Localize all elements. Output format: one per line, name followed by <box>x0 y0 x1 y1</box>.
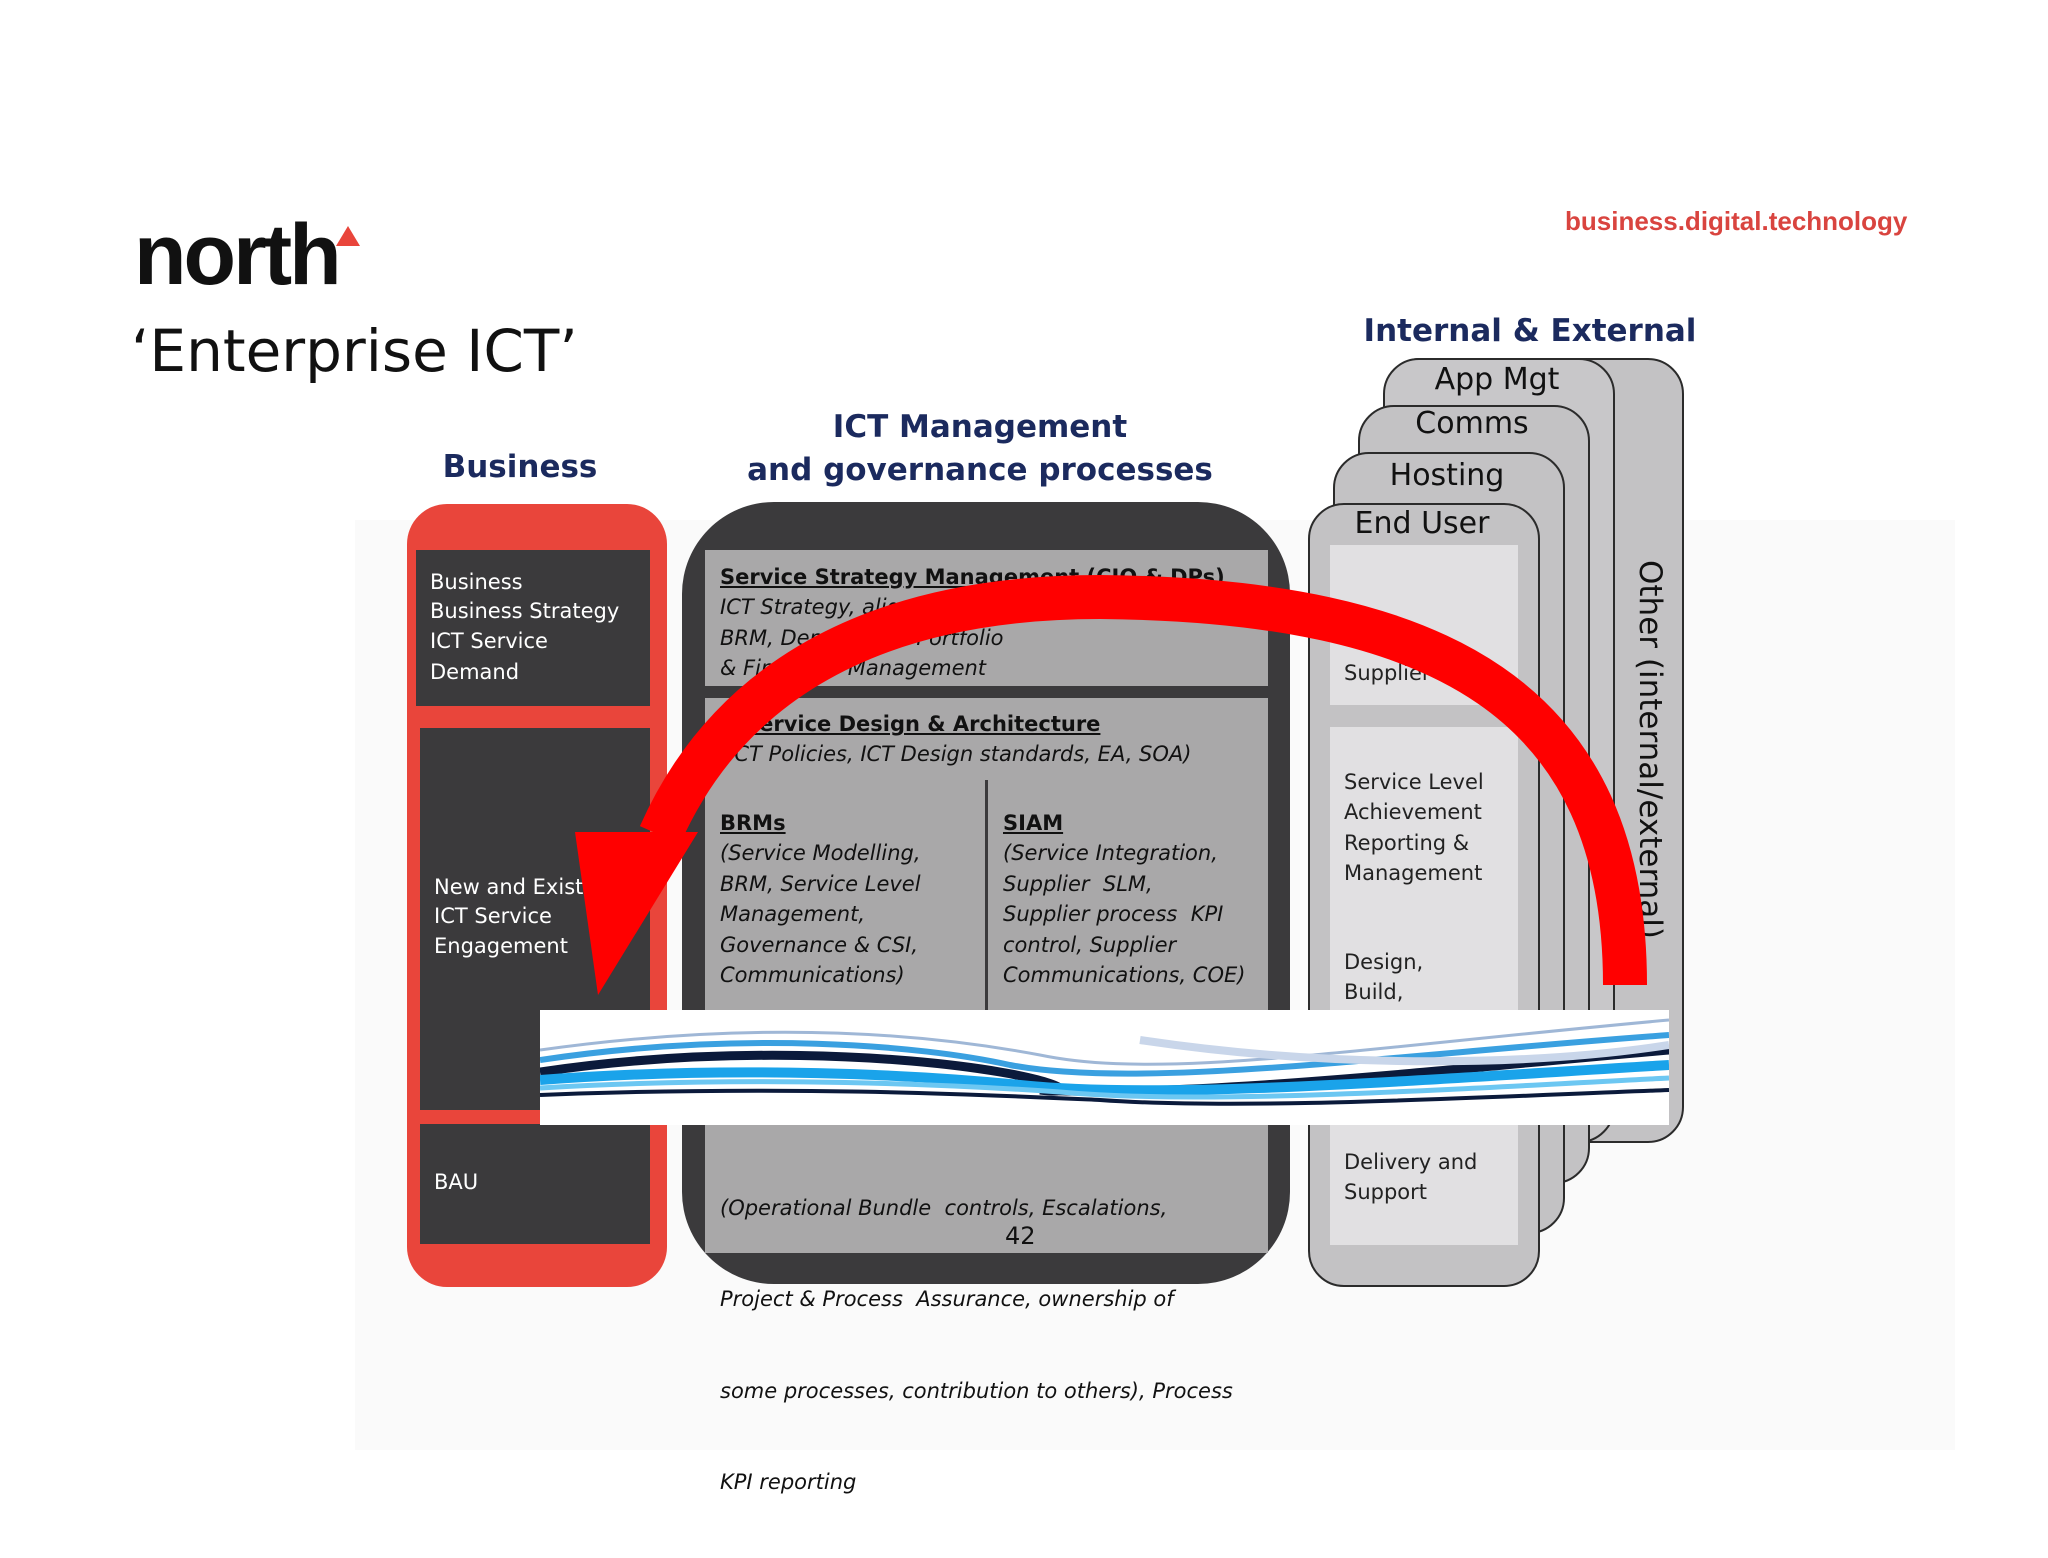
brms-siam-divider <box>985 780 988 1010</box>
north-logo-triangle-icon <box>336 226 360 246</box>
supplier-strategy-line: Supplier <box>1344 660 1431 685</box>
service-level-line: Service Level <box>1344 770 1484 794</box>
business-bau-box: BAU <box>420 1124 650 1244</box>
biz-top-line: Business <box>430 570 523 594</box>
biz-mid-line: New and Existi <box>434 875 590 899</box>
brms-line: BRM, Service Level <box>720 871 921 896</box>
brms-line: Governance & CSI, <box>720 932 919 957</box>
sp-card-label: Comms <box>1415 406 1529 441</box>
siam-line: (Service Integration, <box>1003 841 1218 866</box>
service-level-line: Achievement <box>1344 800 1482 825</box>
sp-card-label: Hosting <box>1389 458 1505 493</box>
ops-line: KPI reporting <box>720 1469 857 1494</box>
service-level-line: Management <box>1344 861 1483 886</box>
brms-line: Management, <box>720 902 866 927</box>
biz-top-line: ICT Service <box>430 628 548 653</box>
strategy-line: ICT Strategy, alig <box>720 595 900 620</box>
tagline: business.digital.technology <box>1565 206 1908 236</box>
brms-heading: BRMs <box>720 811 786 835</box>
biz-top-line: Business Strategy <box>430 599 620 624</box>
strategy-heading: Service Strategy Management (CIO & DPs) <box>720 565 1225 589</box>
siam-line: control, Supplier <box>1003 932 1177 957</box>
business-column-title: Business <box>442 449 598 485</box>
brms-block: BRMs (Service Modelling, BRM, Service Le… <box>720 808 921 991</box>
supplier-strategy-box: Supplier tegy <box>1330 545 1518 776</box>
strategy-line: BRM, Dem e Portfolio <box>720 625 1004 650</box>
sp-card-label: App Mgt <box>1434 362 1560 397</box>
sp-column-title: Internal & External SPs <box>1363 313 1697 392</box>
slide-title: ‘Enterprise ICT’ <box>131 317 578 385</box>
service-level-box: Service Level Achievement Reporting & Ma… <box>1330 727 1518 1245</box>
siam-heading: SIAM <box>1003 811 1064 835</box>
design-heading: Service Design & Architecture <box>744 712 1101 736</box>
design-build-line: Design, <box>1344 950 1424 974</box>
page-number: 42 <box>1005 1222 1036 1250</box>
service-strategy-box: Service Strategy Management (CIO & DPs) … <box>705 550 1268 686</box>
delivery-support-line: Delivery and <box>1344 1150 1478 1174</box>
business-strategy-box: Business Business Strategy ICT Service D… <box>416 550 650 706</box>
service-level-line: Reporting & <box>1344 830 1470 855</box>
bau-label: BAU <box>434 1170 479 1194</box>
brms-line: (Service Modelling, <box>720 841 921 866</box>
other-sp-label: Other (internal/external) <box>1632 560 1668 940</box>
ops-line: (Operational Bundle controls, Escalation… <box>720 1195 1168 1220</box>
siam-line: Communications, COE) <box>1003 963 1246 988</box>
ict-title-line2: and governance processes <box>747 452 1213 489</box>
north-logo: north <box>134 207 342 303</box>
wave-swoosh-icon <box>540 1010 1669 1125</box>
ops-line: some processes, contribution to others),… <box>720 1378 1233 1403</box>
siam-line: Supplier process KPI <box>1003 902 1224 927</box>
brms-line: Communications) <box>720 963 905 988</box>
ict-column-title: ICT Management and governance processes <box>740 406 1220 493</box>
biz-mid-line: ICT Service <box>434 904 552 929</box>
biz-mid-line: Engagement <box>434 933 568 958</box>
design-build-line: Build, <box>1344 980 1404 1005</box>
siam-line: Supplier SLM, <box>1003 871 1153 896</box>
siam-block: SIAM (Service Integration, Supplier SLM,… <box>1003 808 1245 991</box>
ict-title-line1: ICT Management <box>832 409 1128 445</box>
biz-top-line: Demand <box>430 660 520 685</box>
strategy-line: & Fin Management <box>720 656 987 681</box>
design-detail: (ICT Policies, ICT Design standards, EA,… <box>720 742 1192 767</box>
delivery-support-line: Support <box>1344 1180 1428 1205</box>
ops-line: Project & Process Assurance, ownership o… <box>720 1287 1174 1312</box>
